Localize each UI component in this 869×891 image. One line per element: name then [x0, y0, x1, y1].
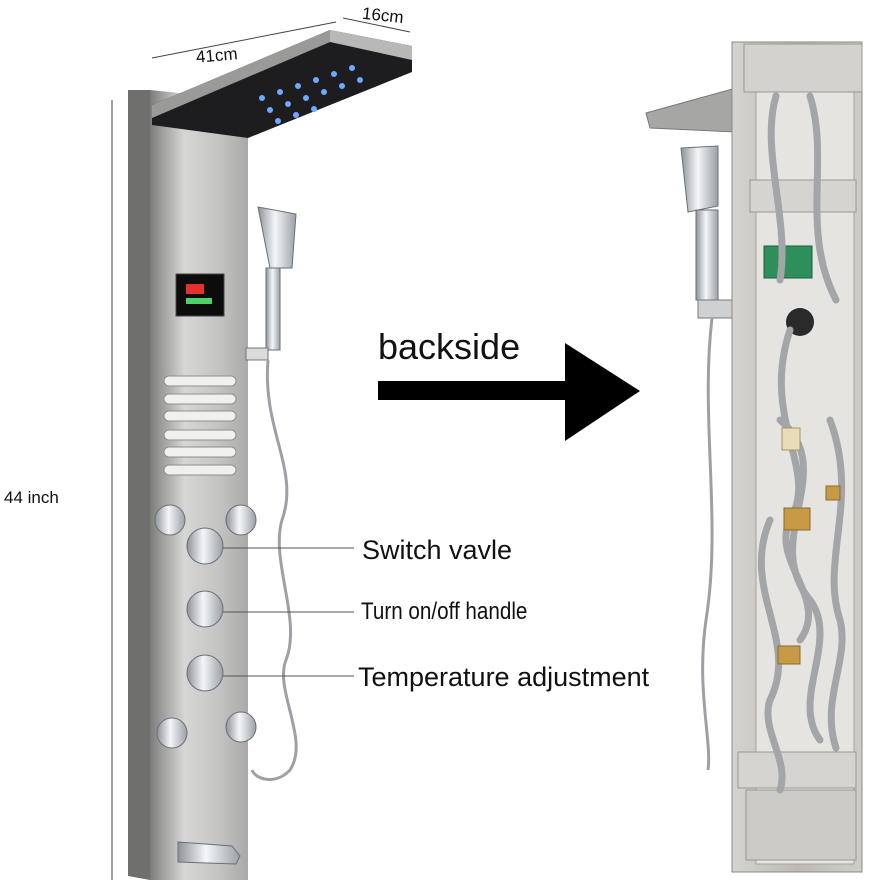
width-dimension-label: 41cm — [195, 44, 239, 67]
backside-panel — [645, 41, 863, 873]
depth-dimension-label: 16cm — [361, 3, 405, 28]
backside-label: backside — [378, 326, 521, 367]
temperature-adjustment-label: Temperature adjustment — [358, 662, 650, 692]
arrow-graphic — [378, 343, 640, 441]
callout-leaders — [223, 547, 354, 677]
on-off-handle-label: Turn on/off handle — [361, 598, 528, 625]
height-dimension-label: 44 inch — [4, 488, 59, 507]
dimension-lines — [111, 17, 411, 880]
front-shower-panel — [128, 30, 412, 880]
switch-valve-label: Switch vavle — [362, 535, 513, 565]
